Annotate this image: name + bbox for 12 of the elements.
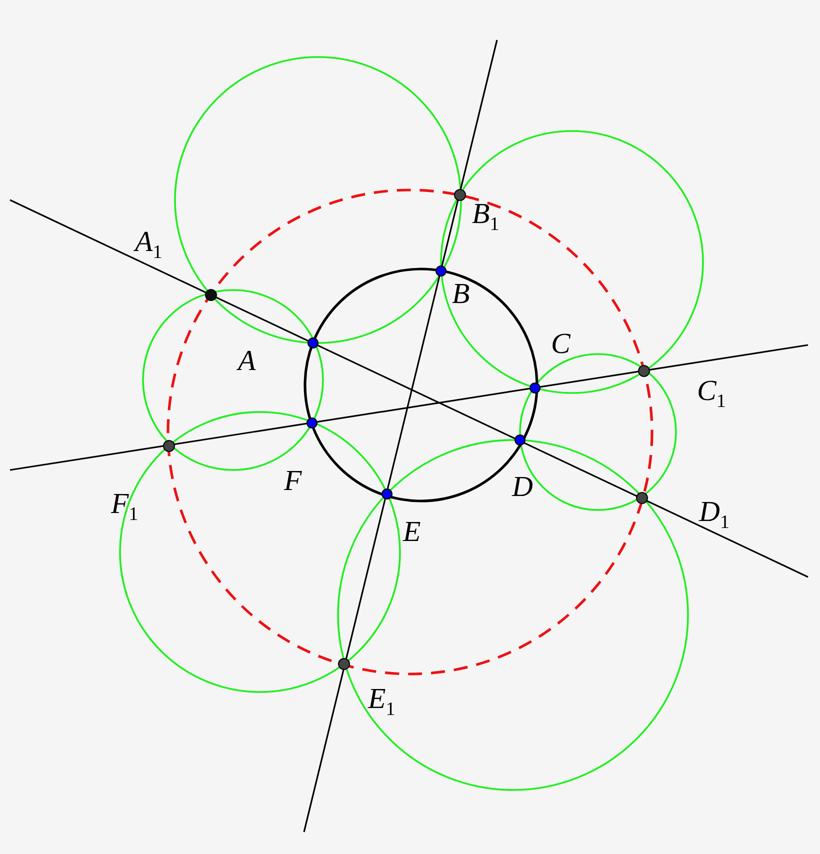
point-label: F$_{1}$ bbox=[111, 490, 138, 524]
point-label: F bbox=[284, 467, 302, 496]
point-label: B$_{1}$ bbox=[472, 200, 500, 234]
point-label: E bbox=[403, 518, 421, 547]
point-label: B bbox=[452, 280, 470, 309]
point-label: A$_{1}$ bbox=[135, 228, 162, 262]
point-label: D bbox=[512, 473, 533, 502]
point-label: E$_{1}$ bbox=[368, 685, 396, 719]
point-label: D$_{1}$ bbox=[699, 498, 730, 532]
point-label: A bbox=[238, 347, 256, 376]
point-label: C bbox=[551, 330, 570, 359]
point-label: C$_{1}$ bbox=[697, 377, 726, 411]
